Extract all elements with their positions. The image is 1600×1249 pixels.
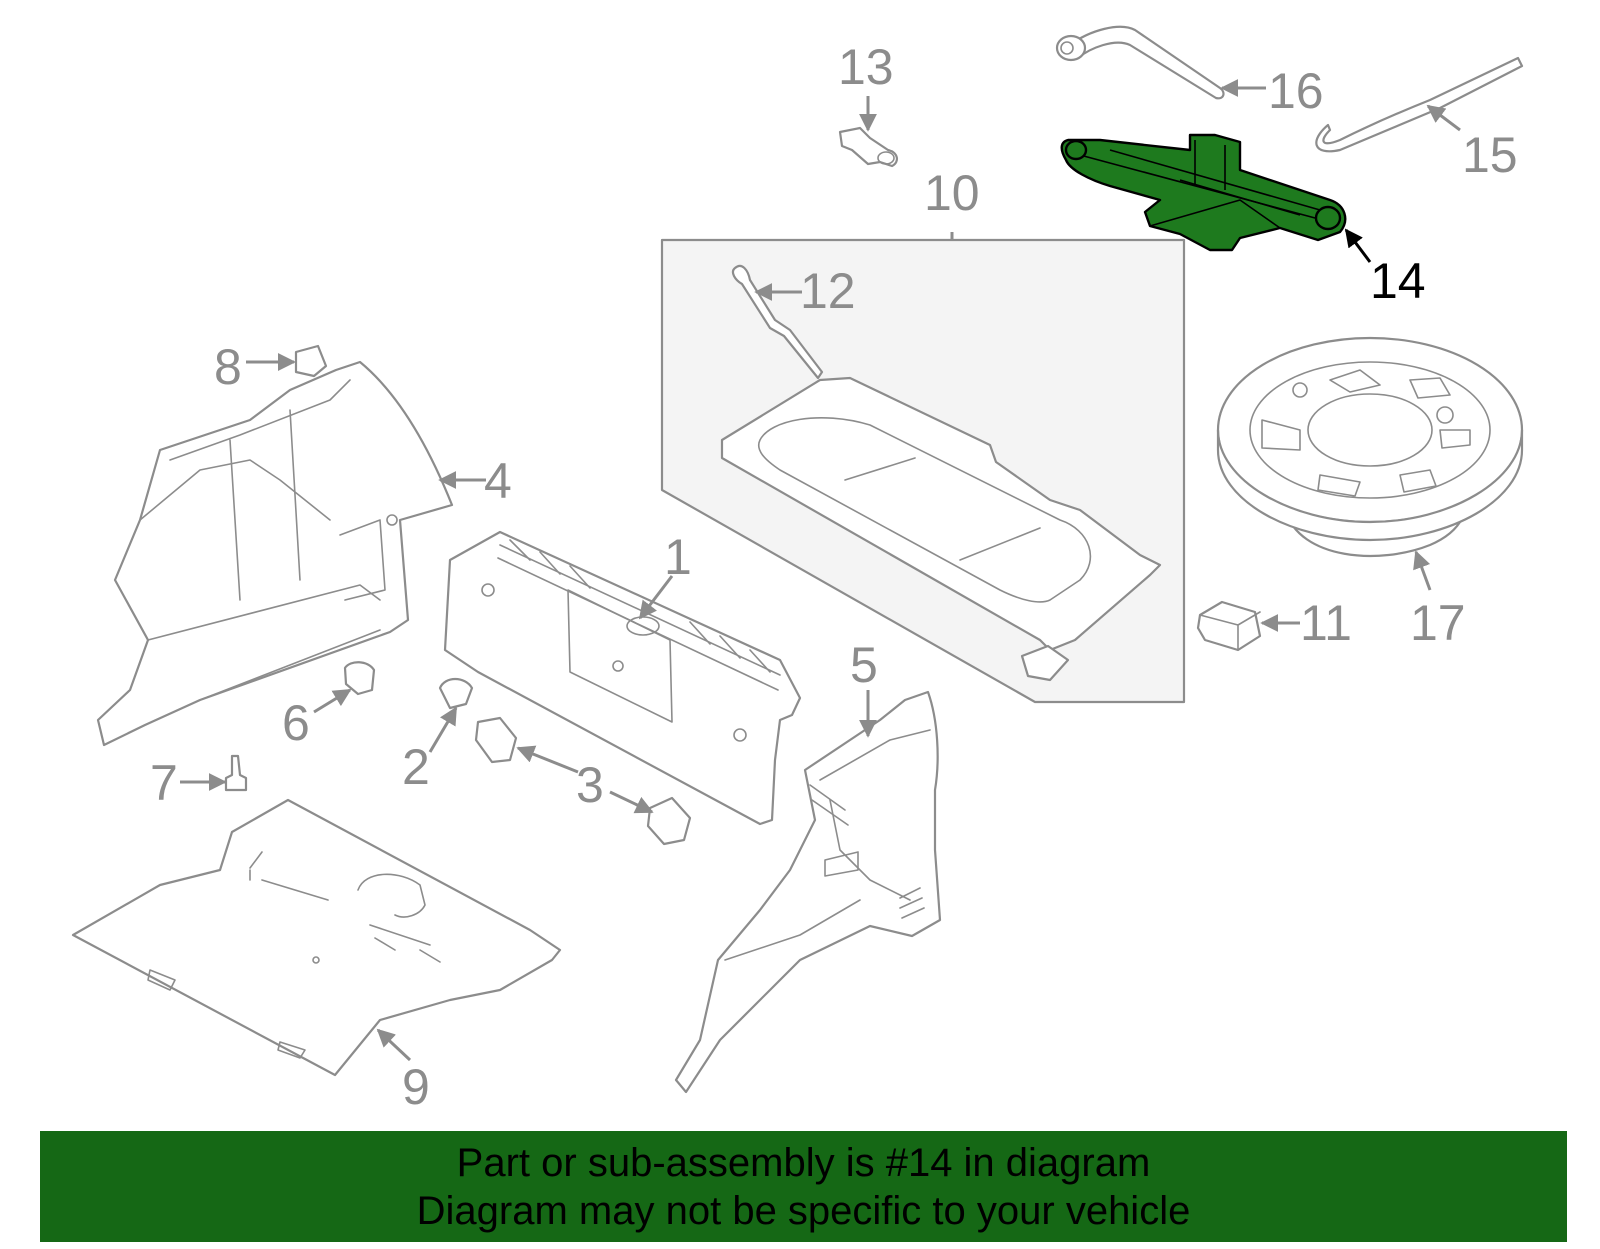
part-11-bracket [1196,600,1262,652]
part-6-fastener [343,661,376,696]
callout-17: 17 [1410,595,1466,651]
part-9-floor-mat [71,798,562,1077]
part-17-spare-tire-tray [1216,336,1524,558]
part-8-clip [294,344,328,378]
callout-8: 8 [214,339,242,395]
callout-3: 3 [576,757,604,813]
callout-13: 13 [838,39,894,95]
part-10-package-tray-box [660,238,1186,704]
part-1-rear-sill-trim [443,530,802,826]
callout-7: 7 [150,755,178,811]
banner-line-part-number: Part or sub-assembly is #14 in diagram [456,1141,1151,1185]
part-4-left-quarter-trim [96,360,454,747]
callout-11: 11 [1300,595,1352,651]
callout-12: 12 [800,263,856,319]
callout-14-highlighted: 14 [1370,253,1426,309]
callout-6: 6 [282,695,310,751]
leader-lines [180,79,1461,1062]
callout-4: 4 [484,453,512,509]
part-3-clip-b [646,796,692,846]
part-7-bolt [224,754,248,792]
part-15-jack-handle [1315,56,1524,153]
info-banner: Part or sub-assembly is #14 in diagram D… [40,1131,1567,1242]
part-3-clip-a [474,716,518,764]
part-13-clip [838,126,898,168]
part-2-fastener [438,677,474,710]
part-5-right-quarter-trim [674,690,942,1094]
callout-labels: 1 2 3 4 5 6 7 8 9 10 11 12 13 14 15 16 1… [150,39,1518,1115]
callout-1: 1 [664,529,692,585]
callout-5: 5 [850,637,878,693]
callout-16: 16 [1268,63,1324,119]
callout-15: 15 [1462,127,1518,183]
banner-line-disclaimer: Diagram may not be specific to your vehi… [416,1189,1191,1233]
part-16-lug-wrench [1055,25,1225,100]
callout-9: 9 [402,1059,430,1115]
part-14-scissor-jack [1060,133,1347,252]
callout-10: 10 [924,165,980,221]
callout-2: 2 [402,739,430,795]
